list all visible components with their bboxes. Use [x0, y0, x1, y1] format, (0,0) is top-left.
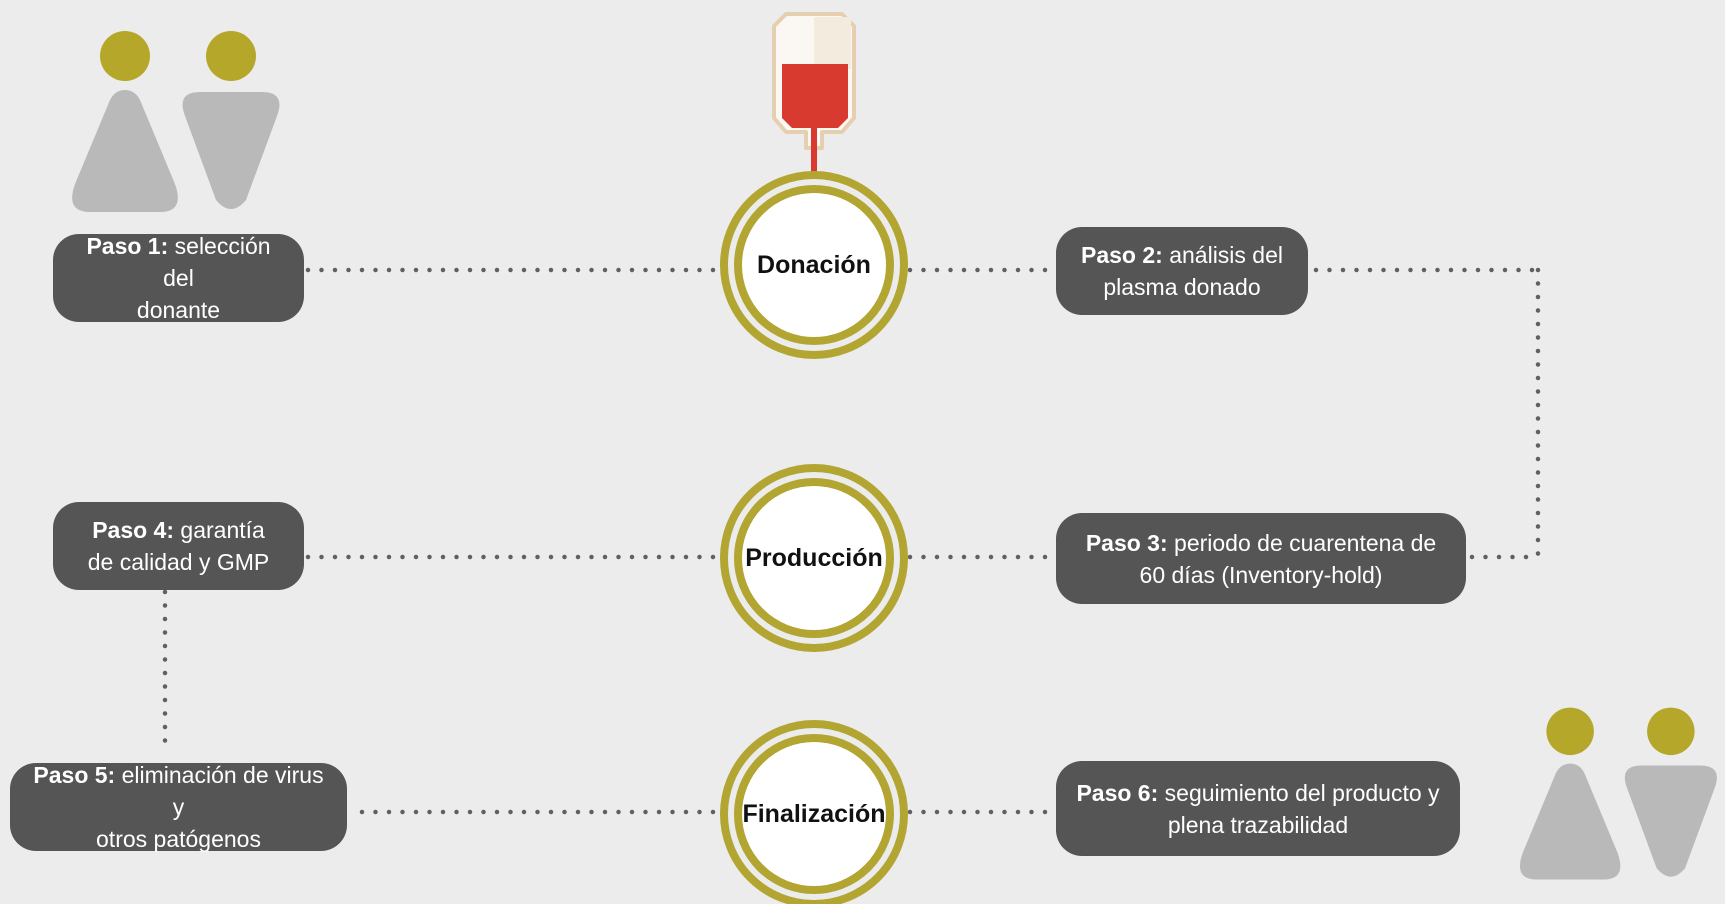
step-6-box: Paso 6: seguimiento del producto y plena …: [1056, 761, 1460, 856]
step-text: 60 días (Inventory-hold): [1139, 561, 1383, 588]
step-prefix: Paso 5:: [33, 762, 116, 788]
step-1-box: Paso 1: selección del donante: [53, 233, 304, 323]
step-prefix: Paso 4:: [92, 517, 175, 543]
stage-label: Producción: [734, 478, 894, 638]
step-text: donante: [136, 297, 221, 323]
stage-finalizacion: Finalización: [720, 720, 908, 904]
step-prefix: Paso 3:: [1085, 529, 1168, 556]
step-prefix: Paso 2:: [1080, 242, 1163, 268]
donor-head-icon: [206, 31, 256, 81]
donor-head-icon: [100, 31, 150, 81]
donor-female-body-icon: [72, 90, 178, 212]
step-text: otros patógenos: [96, 826, 261, 852]
step-3-box: Paso 3: periodo de cuarentena de 60 días …: [1056, 513, 1466, 604]
step-text: eliminación de virus y: [121, 762, 324, 820]
donor-couple-icon: [72, 31, 280, 212]
stage-label: Finalización: [734, 734, 894, 894]
patient-head-icon: [1546, 707, 1594, 756]
step-text: plena trazabilidad: [1167, 811, 1349, 838]
patient-head-icon: [1647, 707, 1695, 756]
step-text: garantía: [180, 517, 265, 543]
stage-donacion: Donación: [720, 171, 908, 359]
step-prefix: Paso 1:: [86, 233, 169, 259]
patient-couple-icon: [1519, 707, 1717, 880]
step-text: de calidad y GMP: [87, 549, 270, 575]
patient-female-body-icon: [1519, 763, 1621, 880]
step-prefix: Paso 6:: [1076, 779, 1159, 806]
step-4-box: Paso 4: garantía de calidad y GMP: [53, 502, 304, 590]
patient-male-body-icon: [1624, 765, 1717, 877]
step-text: plasma donado: [1103, 274, 1261, 300]
step-text: análisis del: [1169, 242, 1283, 268]
step-5-box: Paso 5: eliminación de virus y otros pató…: [10, 762, 347, 852]
step-text: selección del: [163, 233, 271, 291]
step-text: periodo de cuarentena de: [1174, 529, 1437, 556]
step-text: seguimiento del producto y: [1164, 779, 1440, 806]
blood-bag-icon: [772, 12, 856, 188]
stage-produccion: Producción: [720, 464, 908, 652]
step-2-box: Paso 2: análisis del plasma donado: [1056, 227, 1308, 315]
stage-label: Donación: [734, 185, 894, 345]
donor-male-body-icon: [182, 92, 280, 209]
